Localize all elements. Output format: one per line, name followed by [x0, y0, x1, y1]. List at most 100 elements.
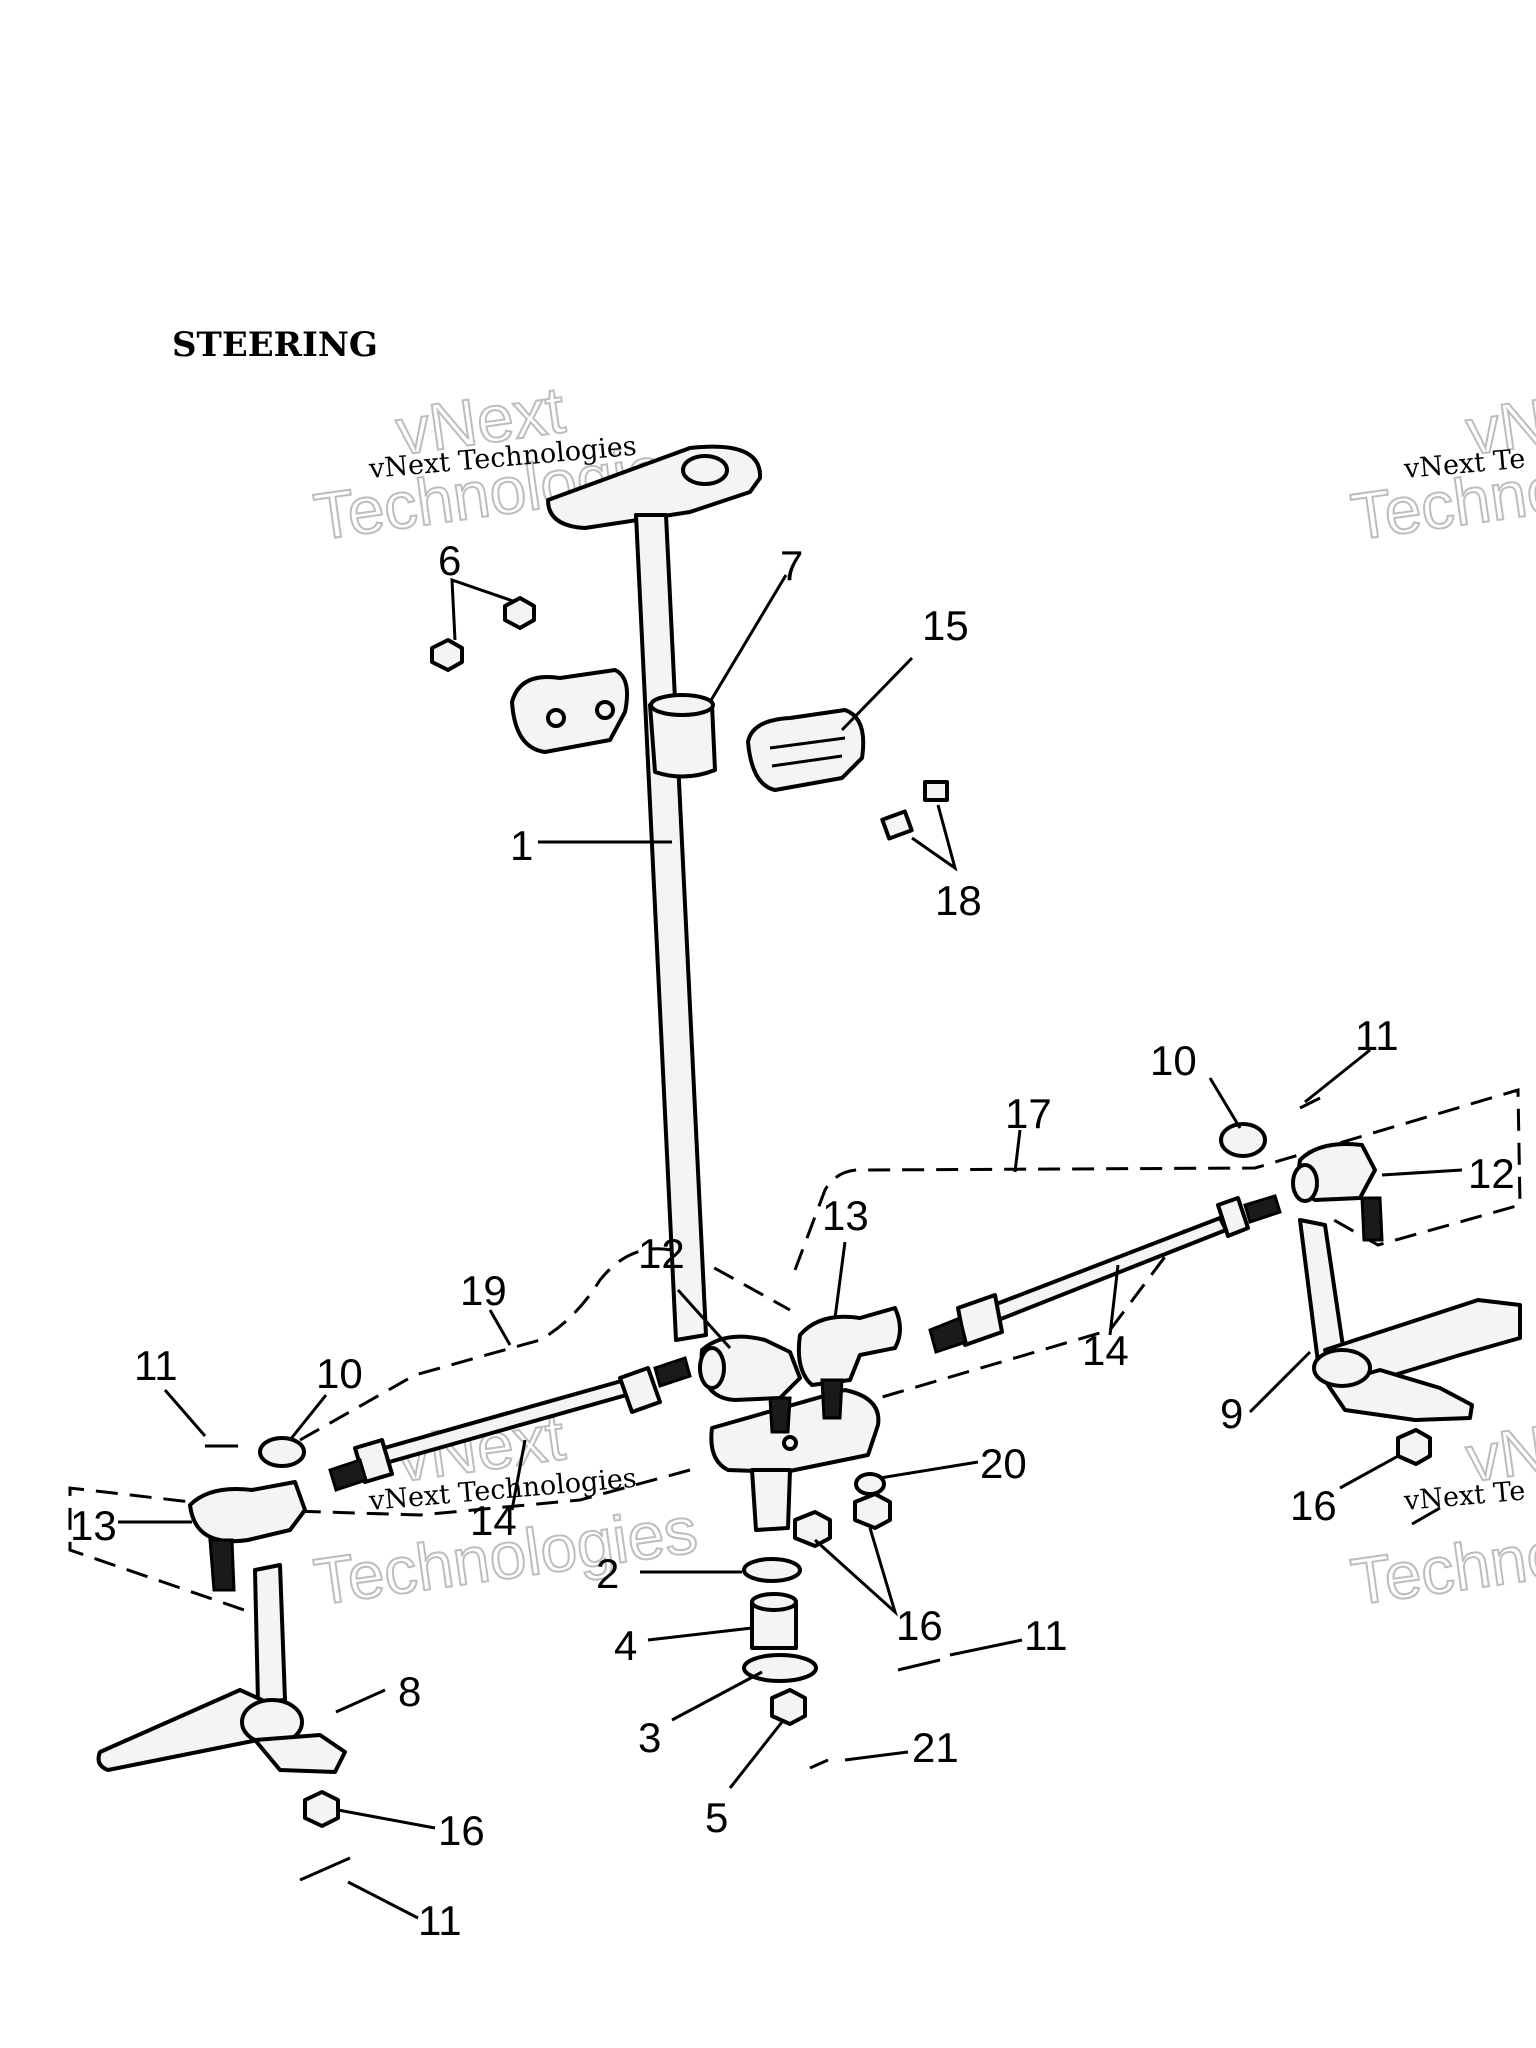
- callout-19: 19: [460, 1267, 507, 1314]
- kingpin-left: [253, 1563, 287, 1704]
- leader-16-right: [1339, 1453, 1401, 1490]
- callout-16-mid: 16: [896, 1602, 943, 1649]
- leader-4: [647, 1626, 753, 1642]
- callout-14-left: 14: [470, 1497, 517, 1544]
- ball-joint-12-socket: [698, 1346, 726, 1390]
- tie-rod-14-left-thread: [653, 1356, 692, 1388]
- nut-18-a: [923, 780, 949, 802]
- leader-20: [879, 1460, 979, 1480]
- nut-5: [770, 1688, 807, 1726]
- callout-15: 15: [922, 602, 969, 649]
- ball-joint-13-left: [188, 1480, 307, 1544]
- leader-16-bottom: [337, 1808, 436, 1830]
- tie-rod-14-right-thread: [928, 1315, 968, 1354]
- watermark-partial-big2-b: Techno: [1347, 1516, 1536, 1619]
- nuts-18-group: [880, 780, 958, 872]
- ball-joint-12-right-socket: [1291, 1163, 1319, 1203]
- split-pin-11-mid: [897, 1658, 941, 1672]
- split-pin-11-bottom: [299, 1856, 351, 1882]
- watermark-right-top: vN Techno vNext Te: [1346, 383, 1536, 555]
- leader-7: [708, 574, 788, 703]
- callout-16-bottom: 16: [438, 1807, 485, 1854]
- upper-clamp-group: [430, 577, 629, 754]
- leader-11-left: [163, 1389, 207, 1437]
- nut-16-mid-a: [793, 1510, 832, 1548]
- leader-21: [844, 1750, 909, 1762]
- callout-2: 2: [596, 1550, 619, 1597]
- bushing-4-top: [750, 1592, 798, 1612]
- upper-clamp-left: [510, 668, 629, 754]
- nut-18-b: [880, 809, 914, 841]
- callout-11-mid: 11: [1024, 1612, 1068, 1659]
- callout-11-right-top: 11: [1355, 1012, 1399, 1059]
- washer-10-left: [258, 1436, 306, 1468]
- callout-3: 3: [638, 1714, 661, 1761]
- kingpin-right: [1298, 1218, 1347, 1364]
- nut-6-b: [503, 596, 536, 630]
- callout-17: 17: [1005, 1090, 1052, 1137]
- leader-14-left: [510, 1439, 527, 1511]
- callout-5: 5: [705, 1794, 728, 1841]
- callout-11-bottom: 11: [418, 1897, 462, 1944]
- nut-6-a: [430, 638, 464, 672]
- callout-7: 7: [780, 542, 803, 589]
- nut-16-left: [303, 1790, 340, 1828]
- callout-13-mid: 13: [822, 1192, 869, 1239]
- stud-13-left: [208, 1538, 236, 1592]
- callout-8: 8: [398, 1668, 421, 1715]
- callout-14-right: 14: [1082, 1327, 1129, 1374]
- leader-16-mid: [813, 1527, 898, 1617]
- pitman-arm: [709, 1388, 881, 1474]
- watermark-partial-small-b: vNext Te: [1402, 1476, 1527, 1518]
- nut-16-right: [1396, 1428, 1432, 1466]
- tie-rod-14-right-hex: [1216, 1196, 1250, 1238]
- pitman-hole: [782, 1435, 798, 1451]
- leader-13-mid: [833, 1241, 847, 1319]
- ball-joint-13-mid: [796, 1306, 902, 1387]
- leader-10-right: [1208, 1077, 1242, 1129]
- leader-17: [1013, 1129, 1022, 1173]
- tie-rod-14-right-thread2: [1243, 1194, 1282, 1224]
- leader-11-bottom: [347, 1880, 419, 1920]
- split-pin-11-right-bottom: [1411, 1506, 1441, 1526]
- split-pin-11-right: [1299, 1096, 1321, 1110]
- left-knuckle-group: [96, 1436, 351, 1882]
- leader-11-right: [1304, 1048, 1371, 1104]
- callout-20: 20: [980, 1440, 1027, 1487]
- stud-12-right: [1360, 1196, 1384, 1242]
- stud-12-mid: [768, 1396, 792, 1434]
- steering-column: [546, 444, 763, 1342]
- callout-21: 21: [912, 1724, 959, 1771]
- callout-13-left: 13: [70, 1502, 117, 1549]
- washer-2: [742, 1557, 802, 1583]
- clamp-15-detail: [769, 736, 846, 768]
- leader-14-right: [1108, 1264, 1120, 1336]
- right-knuckle-group: [1208, 1048, 1522, 1526]
- knuckle-9-arm: [1326, 1368, 1474, 1422]
- leader-8: [335, 1688, 386, 1714]
- callout-12-right: 12: [1468, 1150, 1515, 1197]
- clamp-15-group: [746, 656, 914, 792]
- leader-12-right: [1381, 1168, 1463, 1177]
- watermark-right-bottom: vN Techno vNext Te: [1346, 1410, 1536, 1620]
- steering-shaft-upper: [634, 513, 708, 1342]
- shaft-lower: [750, 1468, 792, 1532]
- clamp-bolt-hole-1: [546, 708, 566, 728]
- lower-stack-group: [742, 1557, 941, 1770]
- callout-4: 4: [614, 1622, 637, 1669]
- leader-9: [1248, 1350, 1312, 1414]
- callout-11-left: 11: [134, 1342, 178, 1389]
- tie-rod-14-left-thread2: [328, 1458, 368, 1492]
- watermark-partial-big1-b: vN: [1462, 1411, 1536, 1496]
- assembly-outline-19: [68, 1247, 791, 1614]
- leader-12-mid: [676, 1288, 732, 1350]
- watermark-partial-big1: vN: [1462, 384, 1536, 469]
- diagram-title: STEERING: [172, 325, 378, 365]
- washer-10-right: [1219, 1122, 1267, 1158]
- leader-3: [671, 1670, 763, 1722]
- leader-15: [840, 656, 914, 732]
- leader-18: [911, 804, 958, 872]
- leader-19: [488, 1309, 512, 1346]
- callout-10-left: 10: [316, 1350, 363, 1397]
